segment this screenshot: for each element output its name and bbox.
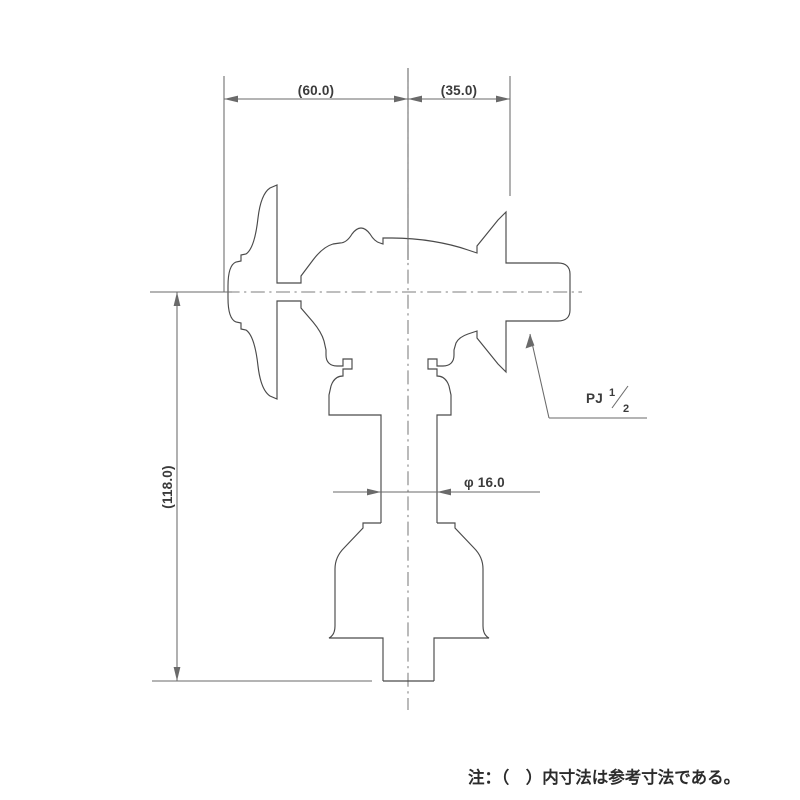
arrow-right-35: [496, 95, 510, 103]
centerlines-group: [150, 68, 582, 710]
bore-dimension-group: φ 16.0: [333, 475, 540, 496]
height-dimension-group: (118.0): [150, 291, 372, 682]
thread-callout-group: PJ 1 2: [525, 333, 647, 419]
thread-label: PJ: [586, 391, 603, 406]
valve-right-lower-profile: [427, 292, 571, 523]
arrow-left-60: [224, 95, 238, 103]
arrow-left-bore: [367, 488, 381, 496]
fraction-slash: [611, 385, 629, 409]
thread-denominator: 2: [623, 403, 629, 415]
spout-bell-outline: [328, 522, 384, 681]
arrow-right-bore: [437, 488, 451, 496]
dim-label-bore: φ 16.0: [464, 475, 505, 490]
valve-upper-profile: [227, 184, 571, 292]
arrow-thread-leader: [525, 334, 535, 349]
spout-bell-outline-right: [433, 522, 490, 681]
valve-lower-profile: [227, 292, 382, 523]
drawing-note: 注：（ ）内寸法は参考寸法である。: [468, 767, 740, 787]
leader-slant: [529, 333, 550, 419]
arrow-right-60: [394, 95, 408, 103]
arrow-left-35: [408, 95, 422, 103]
arrow-bottom-height: [173, 667, 181, 681]
top-dimension-group: (60.0) (35.0): [223, 68, 511, 292]
dim-label-width-right: (35.0): [441, 83, 477, 98]
thread-numerator: 1: [609, 387, 615, 399]
dim-label-height: (118.0): [160, 465, 175, 508]
arrow-top-height: [173, 292, 181, 306]
dim-label-width-left: (60.0): [298, 83, 334, 98]
valve-body-outline-group: [227, 184, 571, 682]
